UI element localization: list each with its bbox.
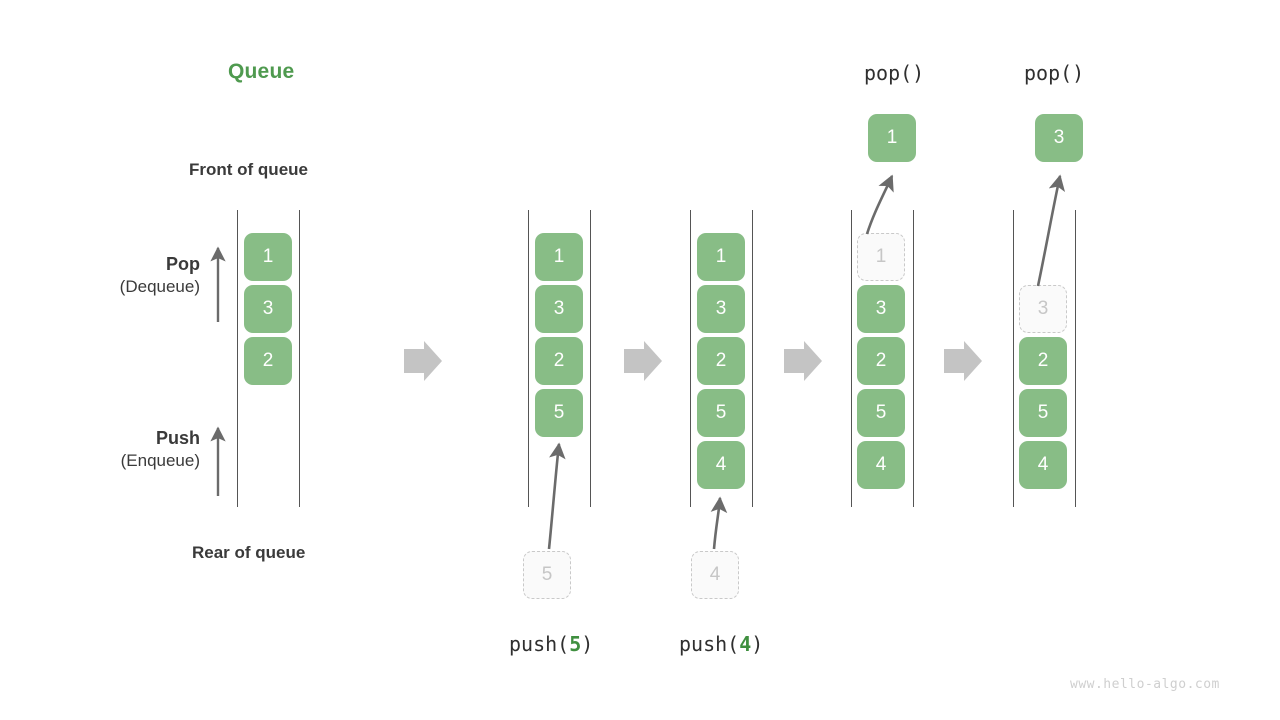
queue-cell: 5	[535, 389, 583, 437]
step-arrow-3	[944, 341, 982, 381]
queue-cell: 1	[244, 233, 292, 281]
push4-close: )	[751, 632, 764, 656]
queue-cell: 5	[697, 389, 745, 437]
queue-cell: 2	[697, 337, 745, 385]
queue-rail-left-0	[237, 210, 238, 507]
push4-arg: 4	[739, 632, 752, 656]
queue-rail-right-4	[1075, 210, 1076, 507]
queue-cell-vacated: 3	[1019, 285, 1067, 333]
queue-cell: 3	[857, 285, 905, 333]
queue-rail-right-0	[299, 210, 300, 507]
rear-of-queue-label: Rear of queue	[192, 543, 306, 562]
queue-cell-vacated: 1	[857, 233, 905, 281]
push5-fn: push(	[509, 632, 570, 656]
queue-rail-left-3	[851, 210, 852, 507]
step-arrow-1	[624, 341, 662, 381]
queue-cell: 1	[535, 233, 583, 281]
push4-caption: push(4)	[679, 632, 763, 656]
queue-cell: 3	[535, 285, 583, 333]
popped-element: 3	[1035, 114, 1083, 162]
queue-rail-right-2	[752, 210, 753, 507]
queue-rail-left-4	[1013, 210, 1014, 507]
queue-cell: 3	[697, 285, 745, 333]
push5-arg: 5	[569, 632, 582, 656]
queue-cell: 3	[244, 285, 292, 333]
pop-label: Pop (Dequeue)	[40, 252, 200, 299]
queue-cell: 4	[697, 441, 745, 489]
push4-fn: push(	[679, 632, 740, 656]
pop1-transition-arrow-icon	[865, 174, 894, 235]
front-of-queue-label: Front of queue	[189, 160, 308, 179]
queue-cell: 5	[857, 389, 905, 437]
queue-cell: 4	[857, 441, 905, 489]
step-arrow-0	[404, 341, 442, 381]
watermark: www.hello-algo.com	[1070, 677, 1220, 692]
queue-cell: 2	[857, 337, 905, 385]
pop2-transition-arrow-icon	[1036, 174, 1066, 287]
queue-rail-left-1	[528, 210, 529, 507]
queue-cell: 1	[697, 233, 745, 281]
push5-caption: push(5)	[509, 632, 593, 656]
push5-transition-arrow-icon	[547, 442, 566, 550]
push4-transition-arrow-icon	[710, 496, 728, 550]
pop-label-bold: Pop	[166, 254, 200, 274]
push-label-bold: Push	[155, 428, 200, 448]
queue-cell: 2	[244, 337, 292, 385]
pop2-caption: pop()	[1024, 61, 1085, 85]
page-title: Queue	[228, 60, 295, 83]
push-label-paren: (Enqueue)	[120, 451, 200, 471]
push-label: Push (Enqueue)	[40, 426, 200, 473]
queue-cell: 2	[535, 337, 583, 385]
queue-rail-right-1	[590, 210, 591, 507]
pop-label-paren: (Dequeue)	[119, 277, 200, 297]
incoming-element-ghost: 4	[691, 551, 739, 599]
queue-cell: 4	[1019, 441, 1067, 489]
queue-rail-right-3	[913, 210, 914, 507]
step-arrow-2	[784, 341, 822, 381]
popped-element: 1	[868, 114, 916, 162]
pop1-caption: pop()	[864, 61, 925, 85]
queue-rail-left-2	[690, 210, 691, 507]
push5-close: )	[581, 632, 594, 656]
queue-cell: 2	[1019, 337, 1067, 385]
incoming-element-ghost: 5	[523, 551, 571, 599]
queue-cell: 5	[1019, 389, 1067, 437]
